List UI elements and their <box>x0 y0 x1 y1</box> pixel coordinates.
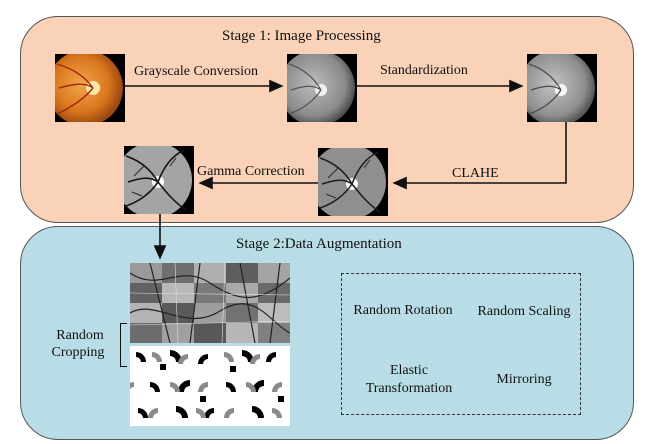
cropped-patches-mosaic <box>130 263 290 343</box>
cropping-bracket <box>120 323 127 367</box>
stage2-panel <box>20 226 634 440</box>
random-cropping-label-line2: Cropping <box>51 345 105 360</box>
aug-random-scaling: Random Scaling <box>477 304 571 319</box>
stage2-title: Stage 2:Data Augmentation <box>236 236 402 252</box>
step-label-clahe: CLAHE <box>452 166 499 181</box>
step-label-gamma: Gamma Correction <box>197 164 305 179</box>
step-label-grayscale: Grayscale Conversion <box>134 64 259 79</box>
augmentation-box <box>341 273 581 415</box>
fundus-color-image <box>55 54 125 122</box>
cropped-masks-mosaic <box>130 346 290 426</box>
aug-random-rotation: Random Rotation <box>353 303 453 318</box>
standardized-image <box>527 54 597 122</box>
random-cropping-label-line1: Random <box>56 328 104 343</box>
aug-mirroring: Mirroring <box>496 372 552 387</box>
gamma-corrected-image <box>124 146 194 214</box>
aug-elastic-line2: Transformation <box>365 381 453 396</box>
step-label-standardization: Standardization <box>380 63 468 78</box>
stage1-title: Stage 1: Image Processing <box>222 28 381 44</box>
clahe-image <box>318 148 388 216</box>
aug-elastic-line1: Elastic <box>389 363 429 378</box>
grayscale-image <box>287 54 357 122</box>
